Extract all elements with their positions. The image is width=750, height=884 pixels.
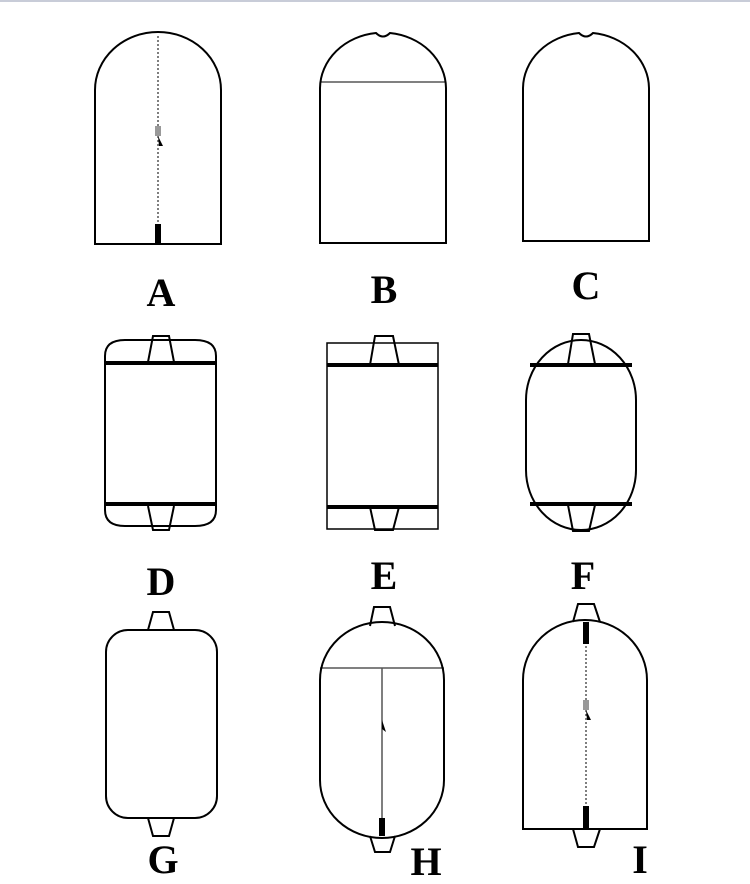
label-f: F xyxy=(570,553,596,598)
label-h: H xyxy=(410,839,442,884)
top-border xyxy=(0,0,750,2)
label-g: G xyxy=(147,837,179,882)
label-b: B xyxy=(370,267,398,312)
bag-i xyxy=(522,603,648,848)
bag-h xyxy=(319,606,445,853)
bag-c xyxy=(522,31,650,242)
label-a: A xyxy=(146,270,176,315)
bag-e xyxy=(326,335,439,531)
bag-f xyxy=(525,333,637,532)
bag-a xyxy=(94,31,222,245)
label-d: D xyxy=(146,559,176,604)
bag-g xyxy=(105,611,218,837)
label-e: E xyxy=(370,553,398,598)
label-i: I xyxy=(632,837,648,882)
bag-d xyxy=(104,335,217,531)
label-c: C xyxy=(571,263,601,308)
bag-b xyxy=(319,31,447,244)
